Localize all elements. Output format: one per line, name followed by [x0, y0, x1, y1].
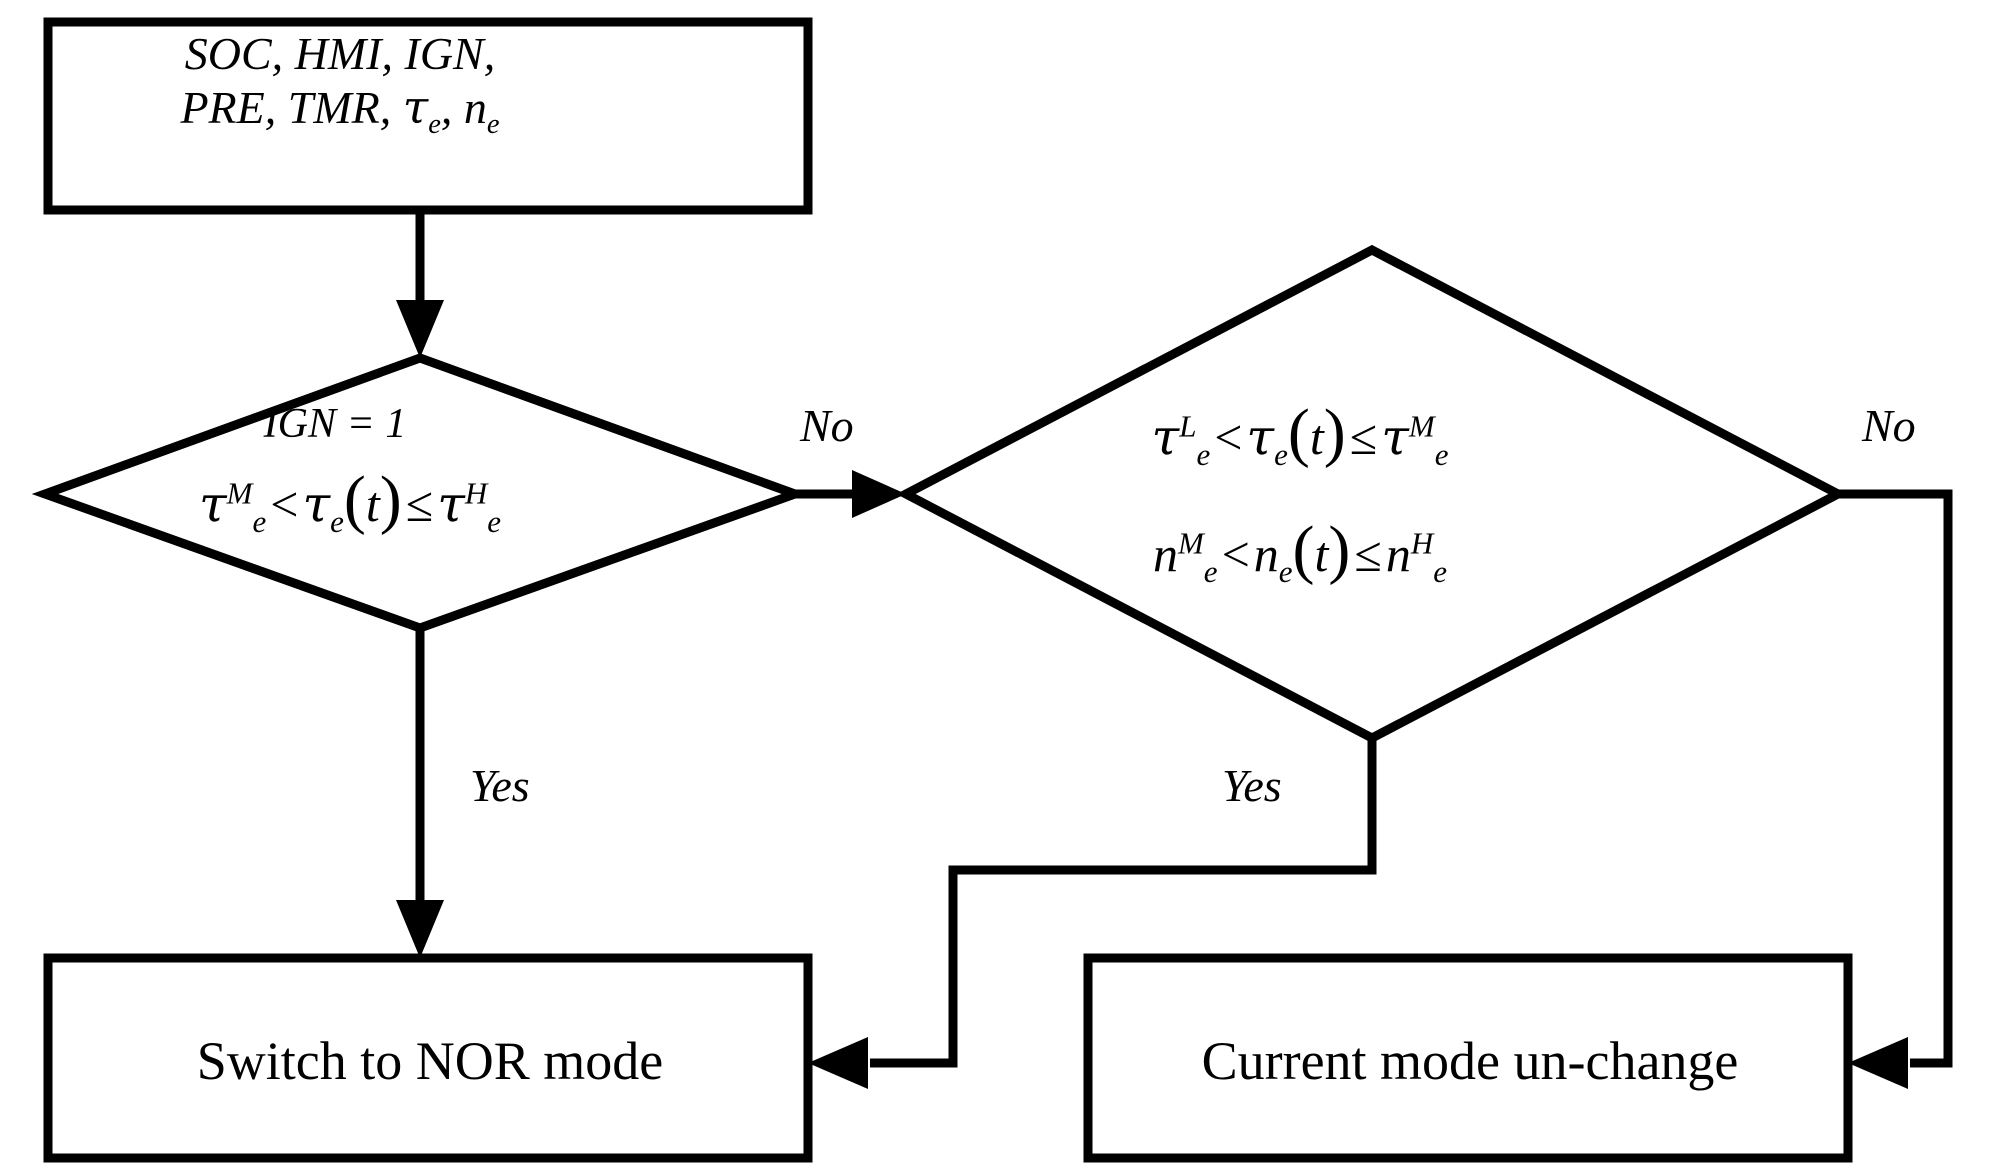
d1-mid-sub: e	[330, 504, 344, 539]
end-left-node-label: Switch to NOR mode	[196, 1031, 664, 1091]
d2b-rhs-var: n	[1385, 526, 1411, 582]
arrowhead-decision1-yes	[396, 900, 444, 958]
d2a-paren-open: (	[1287, 396, 1310, 469]
decision2-condition-torque: τLe<τe(t)≤τMe	[1010, 395, 1590, 473]
arrowhead-decision2-no	[1848, 1037, 1908, 1089]
d2b-op2: ≤	[1354, 526, 1382, 582]
arrowhead-start-to-decision1	[396, 300, 444, 358]
start-line2-prefix: PRE, TMR,	[180, 81, 403, 133]
start-tau-symbol: τ	[402, 79, 429, 134]
d2a-mid-var: τ	[1246, 408, 1275, 466]
d2a-lhs-sup: L	[1179, 408, 1197, 444]
edge-label-yes-decision2: Yes	[1222, 760, 1282, 811]
d2b-paren-close: )	[1328, 513, 1351, 586]
d1-op1: <	[270, 476, 299, 532]
edge-decision2-yes-to-end-left	[870, 738, 1377, 1068]
start-n-subscript: e	[486, 109, 500, 141]
d2b-lhs-var: n	[1152, 526, 1178, 582]
start-n-symbol: n	[463, 81, 487, 133]
arrowhead-decision2-yes	[808, 1037, 868, 1089]
d2a-op1: <	[1214, 409, 1243, 465]
d2b-rhs-sub: e	[1433, 554, 1448, 589]
start-node-shape	[43, 17, 813, 215]
d1-rhs-sub: e	[487, 504, 502, 539]
decision2-condition-speed: nMe<ne(t)≤nHe	[1010, 512, 1590, 590]
d2b-paren-open: (	[1292, 513, 1315, 586]
d1-op2: ≤	[405, 476, 434, 532]
d1-lhs-sup: M	[226, 475, 253, 511]
d2b-arg: t	[1314, 526, 1329, 582]
d1-arg: t	[365, 476, 380, 532]
d2a-lhs-var: τ	[1151, 408, 1180, 466]
d2a-rhs-sup: M	[1408, 408, 1435, 444]
start-node-line1: SOC, HMI, IGN,	[184, 28, 496, 79]
d2b-rhs-sup: H	[1410, 525, 1434, 561]
d2b-lhs-sub: e	[1203, 554, 1218, 589]
d2b-lhs-sup: M	[1177, 525, 1204, 561]
decision1-condition-torque: τMe<τe(t)≤τHe	[60, 462, 640, 540]
d2a-rhs-var: τ	[1381, 408, 1409, 466]
edge-label-no-decision1: No	[800, 400, 854, 451]
d2a-rhs-sub: e	[1434, 437, 1449, 472]
d2b-mid-var: n	[1253, 526, 1279, 582]
edge-decision2-no-to-end-right	[1838, 489, 1953, 1068]
d1-lhs-sub: e	[252, 504, 267, 539]
d1-mid-var: τ	[302, 475, 331, 533]
d2a-paren-close: )	[1323, 396, 1346, 469]
d2b-mid-sub: e	[1278, 554, 1293, 589]
d1-rhs-sup: H	[464, 475, 488, 511]
edge-label-yes-decision1: Yes	[470, 760, 530, 811]
d2a-lhs-sub: e	[1196, 437, 1211, 472]
start-line2-separator: ,	[440, 81, 464, 133]
d1-paren-open: (	[343, 463, 366, 536]
end-right-node-shape	[1083, 953, 1853, 1163]
end-right-node-label: Current mode un-change	[1201, 1031, 1739, 1091]
start-node-line2: PRE, TMR, τe, ne	[60, 79, 620, 142]
start-node-label: SOC, HMI, IGN, PRE, TMR, τe, ne	[60, 28, 620, 142]
d1-lhs-var: τ	[198, 475, 227, 533]
d2a-op2: ≤	[1349, 409, 1378, 465]
end-left-node-shape	[43, 953, 813, 1163]
edge-label-no-decision2: No	[1862, 400, 1916, 451]
d1-rhs-var: τ	[437, 475, 465, 533]
d2a-arg: t	[1309, 409, 1324, 465]
d2a-mid-sub: e	[1274, 437, 1288, 472]
decision2-shape	[896, 244, 1848, 744]
d1-paren-close: )	[379, 463, 402, 536]
decision1-condition-ign: IGN = 1	[263, 401, 407, 447]
start-tau-subscript: e	[428, 109, 441, 141]
arrowhead-decision1-no	[852, 470, 906, 518]
d2b-op1: <	[1221, 526, 1250, 582]
